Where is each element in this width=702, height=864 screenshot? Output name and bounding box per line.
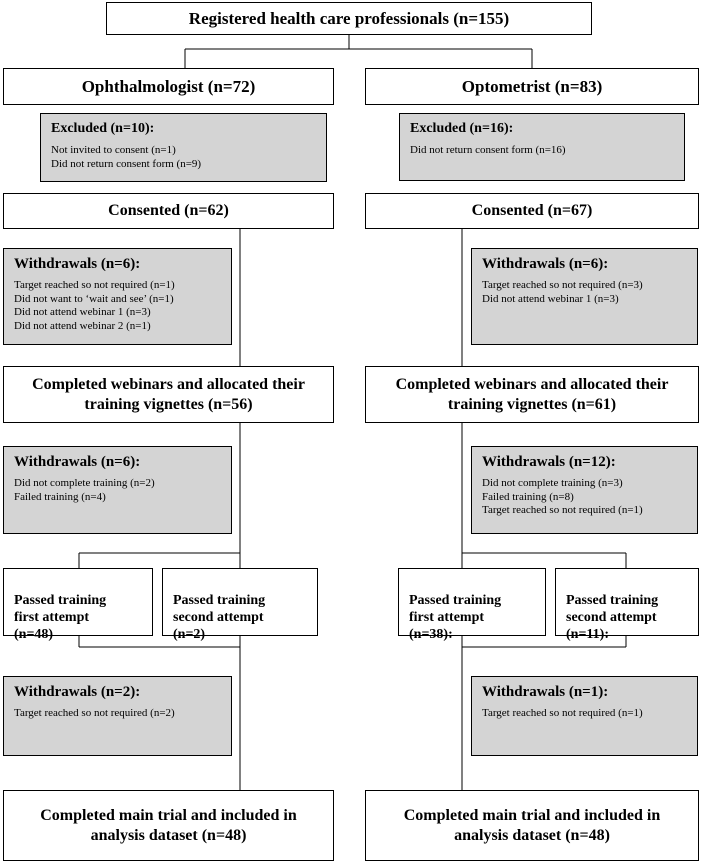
ophth-excluded-title: Excluded (n=10):: [51, 121, 155, 136]
optom-passed-second-box: Passed training second attempt (n=11):: [555, 568, 699, 642]
optom-passed-first-label: Passed training first attempt (n=38):: [409, 593, 502, 642]
optom-withdrawals2-item: Failed training (n=8): [482, 490, 574, 503]
registered-box: Registered health care professionals (n=…: [106, 2, 592, 35]
ophth-final-box: Completed main trial and included in ana…: [3, 790, 334, 861]
ophthalmologist-label: Ophthalmologist (n=72): [81, 76, 256, 96]
optom-withdrawals1-item: Did not attend webinar 1 (n=3): [482, 292, 619, 305]
optom-webinars-box: Completed webinars and allocated their t…: [365, 366, 699, 423]
ophth-final-label: Completed main trial and included in ana…: [40, 806, 297, 844]
ophth-withdrawals1-item: Did not attend webinar 2 (n=1): [14, 319, 151, 332]
optom-withdrawals2-title: Withdrawals (n=12):: [482, 454, 616, 470]
ophth-excluded-item: Not invited to consent (n=1): [51, 144, 176, 156]
ophthalmologist-box: Ophthalmologist (n=72): [3, 68, 334, 105]
optom-final-label: Completed main trial and included in ana…: [403, 806, 661, 844]
ophth-consented-label: Consented (n=62): [108, 202, 229, 219]
optom-withdrawals3-title: Withdrawals (n=1):: [482, 684, 609, 700]
ophth-withdrawals1-box: Withdrawals (n=6): Target reached so not…: [3, 248, 232, 345]
optom-excluded-title: Excluded (n=16):: [410, 121, 514, 136]
optom-consented-box: Consented (n=67): [365, 193, 699, 229]
optom-consented-label: Consented (n=67): [471, 202, 593, 219]
optom-withdrawals1-item: Target reached so not required (n=3): [482, 279, 643, 291]
ophth-withdrawals2-title: Withdrawals (n=6):: [14, 454, 141, 470]
ophth-withdrawals2-box: Withdrawals (n=6): Did not complete trai…: [3, 446, 232, 534]
optom-webinars-label: Completed webinars and allocated their t…: [395, 375, 669, 413]
ophth-withdrawals2-item: Did not complete training (n=2): [14, 477, 155, 489]
optom-withdrawals2-box: Withdrawals (n=12): Did not complete tra…: [471, 446, 698, 534]
optom-withdrawals2-item: Target reached so not required (n=1): [482, 504, 643, 516]
ophth-withdrawals1-item: Did not want to ‘wait and see’ (n=1): [14, 292, 174, 305]
ophth-webinars-label: Completed webinars and allocated their t…: [32, 375, 305, 413]
ophth-withdrawals3-title: Withdrawals (n=2):: [14, 684, 141, 700]
optom-passed-first-box: Passed training first attempt (n=38):: [398, 568, 546, 642]
ophth-withdrawals1-title: Withdrawals (n=6):: [14, 256, 141, 272]
optom-final-box: Completed main trial and included in ana…: [365, 790, 699, 861]
ophth-passed-first-box: Passed training first attempt (n=48): [3, 568, 153, 642]
ophth-passed-second-label: Passed training second attempt (n=2): [173, 593, 266, 642]
optom-withdrawals1-box: Withdrawals (n=6): Target reached so not…: [471, 248, 698, 345]
ophth-passed-first-label: Passed training first attempt (n=48): [14, 593, 107, 642]
ophth-passed-second-box: Passed training second attempt (n=2): [162, 568, 318, 642]
optom-excluded-box: Excluded (n=16): Did not return consent …: [399, 113, 685, 181]
ophth-withdrawals1-item: Target reached so not required (n=1): [14, 279, 175, 291]
ophth-excluded-box: Excluded (n=10): Not invited to consent …: [40, 113, 327, 182]
ophth-withdrawals3-item: Target reached so not required (n=2): [14, 707, 175, 719]
optom-excluded-item: Did not return consent form (n=16): [410, 144, 566, 156]
optom-withdrawals2-item: Did not complete training (n=3): [482, 477, 623, 489]
registered-label: Registered health care professionals (n=…: [188, 8, 510, 28]
ophth-excluded-item: Did not return consent form (n=9): [51, 157, 202, 170]
optom-passed-second-label: Passed training second attempt (n=11):: [566, 593, 659, 642]
ophth-withdrawals1-item: Did not attend webinar 1 (n=3): [14, 306, 151, 318]
optometrist-label: Optometrist (n=83): [461, 76, 603, 96]
optom-withdrawals1-title: Withdrawals (n=6):: [482, 256, 609, 272]
optometrist-box: Optometrist (n=83): [365, 68, 699, 105]
ophth-consented-box: Consented (n=62): [3, 193, 334, 229]
ophth-webinars-box: Completed webinars and allocated their t…: [3, 366, 334, 423]
optom-withdrawals3-box: Withdrawals (n=1): Target reached so not…: [471, 676, 698, 756]
ophth-withdrawals3-box: Withdrawals (n=2): Target reached so not…: [3, 676, 232, 756]
optom-withdrawals3-item: Target reached so not required (n=1): [482, 707, 643, 719]
ophth-withdrawals2-item: Failed training (n=4): [14, 490, 106, 503]
